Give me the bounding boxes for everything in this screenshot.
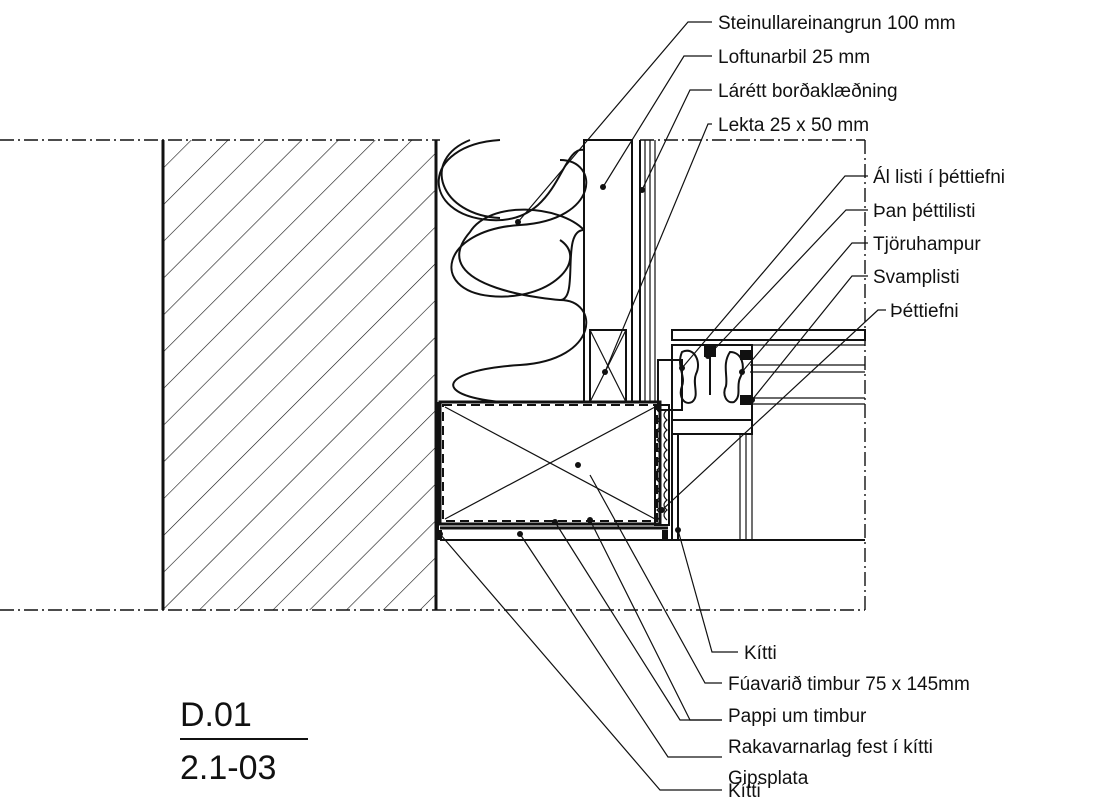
- detail-reference: D.01 2.1-03: [180, 696, 308, 787]
- label-gipsplata: Gipsplata: [728, 768, 809, 789]
- right-labels: Ál listi í þéttiefni Þan þéttilisti Tjör…: [873, 167, 1005, 322]
- label-svamplisti: Svamplisti: [873, 267, 960, 288]
- label-than-thettilisti: Þan þéttilisti: [873, 201, 975, 222]
- leader-lines: [437, 21, 886, 791]
- label-pappi-um-timbur: Pappi um timbur: [728, 706, 867, 727]
- label-tjoruhampur: Tjöruhampur: [873, 234, 981, 255]
- plasterboard: [436, 402, 865, 541]
- timber-beam: [438, 400, 662, 526]
- label-kitti-2: Kítti: [728, 781, 761, 799]
- label-kitti-1: Kítti: [744, 643, 777, 664]
- label-steinullareinangrun: Steinullareinangrun 100 mm: [718, 13, 956, 34]
- top-labels: Steinullareinangrun 100 mm Loftunarbil 2…: [718, 13, 956, 136]
- bottom-labels: Kítti Fúavarið timbur 75 x 145mm Pappi u…: [728, 643, 970, 799]
- concrete-wall: [161, 140, 438, 610]
- label-lekta: Lekta 25 x 50 mm: [718, 115, 869, 136]
- cladding-lines: [583, 139, 656, 403]
- label-loftunarbil: Loftunarbil 25 mm: [718, 47, 870, 68]
- detail-number: D.01: [180, 696, 252, 734]
- mineral-wool-insulation: [437, 139, 588, 403]
- detail-sheet: 2.1-03: [180, 749, 276, 787]
- label-larett-bordaklaedning: Lárétt borðaklæðning: [718, 81, 898, 102]
- sealant-strip: [654, 404, 670, 526]
- label-rakavarnarlag: Rakavarnarlag fest í kítti: [728, 737, 933, 758]
- label-fuavarid-timbur: Fúavarið timbur 75 x 145mm: [728, 674, 970, 695]
- label-thettiefni: Þéttiefni: [890, 301, 959, 322]
- window-frame: [657, 329, 866, 540]
- label-al-listi: Ál listi í þéttiefni: [873, 167, 1005, 188]
